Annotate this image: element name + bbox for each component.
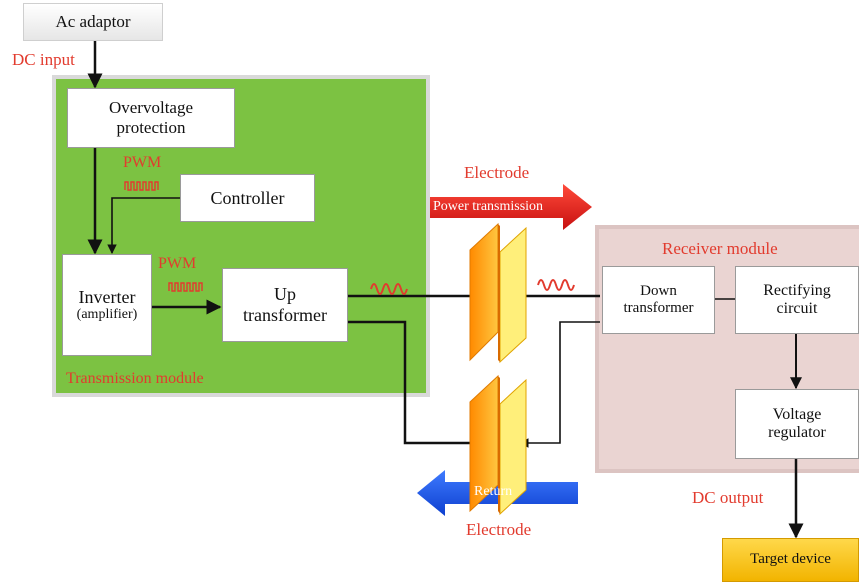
rectifying-circuit-box: Rectifying circuit [735, 266, 859, 334]
voltage-regulator-label: Voltage regulator [768, 405, 826, 441]
controller-label: Controller [210, 187, 285, 208]
dc-output-label: DC output [692, 488, 764, 507]
power-transmission-arrow [430, 184, 592, 230]
pwm-label-top: PWM [123, 154, 162, 171]
wire-controller-inverter [107, 197, 180, 254]
pwm-label-mid: PWM [158, 255, 197, 272]
inverter-sub-label: (amplifier) [76, 307, 138, 323]
target-device-label: Target device [750, 551, 831, 568]
transmission-module-label: Transmission module [66, 370, 204, 387]
sine-wave-icon-left [370, 283, 408, 295]
overvoltage-protection-label: Overvoltage protection [108, 98, 194, 137]
controller-box: Controller [180, 174, 315, 222]
electrode-label-top: Electrode [464, 163, 530, 182]
inverter-box: Inverter (amplifier) [62, 254, 152, 356]
ac-adaptor-label: Ac adaptor [55, 12, 131, 32]
overvoltage-protection-box: Overvoltage protection [67, 88, 235, 148]
voltage-regulator-box: Voltage regulator [735, 389, 859, 459]
pwm-pulse-icon-top [124, 181, 159, 191]
sine-wave-icon-right [537, 279, 575, 291]
up-transformer-box: Up transformer [222, 268, 348, 342]
up-transformer-label: Up transformer [243, 284, 327, 325]
electrode-top-plate-back [469, 222, 499, 362]
wire-up-return [348, 320, 480, 445]
ac-adaptor-box: Ac adaptor [23, 3, 163, 41]
pwm-pulse-icon-mid [168, 282, 203, 292]
electrode-top-plate-front [499, 226, 527, 364]
target-device-box: Target device [722, 538, 859, 582]
receiver-module-label: Receiver module [662, 239, 778, 258]
down-transformer-label: Down transformer [623, 282, 694, 316]
rectifying-circuit-label: Rectifying circuit [763, 281, 831, 317]
power-transmission-label: Power transmission [433, 199, 544, 214]
return-label: Return [474, 484, 513, 499]
down-transformer-box: Down transformer [602, 266, 715, 334]
inverter-label: Inverter [78, 286, 136, 307]
wire-down-return [519, 321, 600, 448]
electrode-label-bottom: Electrode [466, 520, 532, 539]
dc-input-label: DC input [12, 50, 75, 69]
return-arrow [417, 470, 578, 516]
